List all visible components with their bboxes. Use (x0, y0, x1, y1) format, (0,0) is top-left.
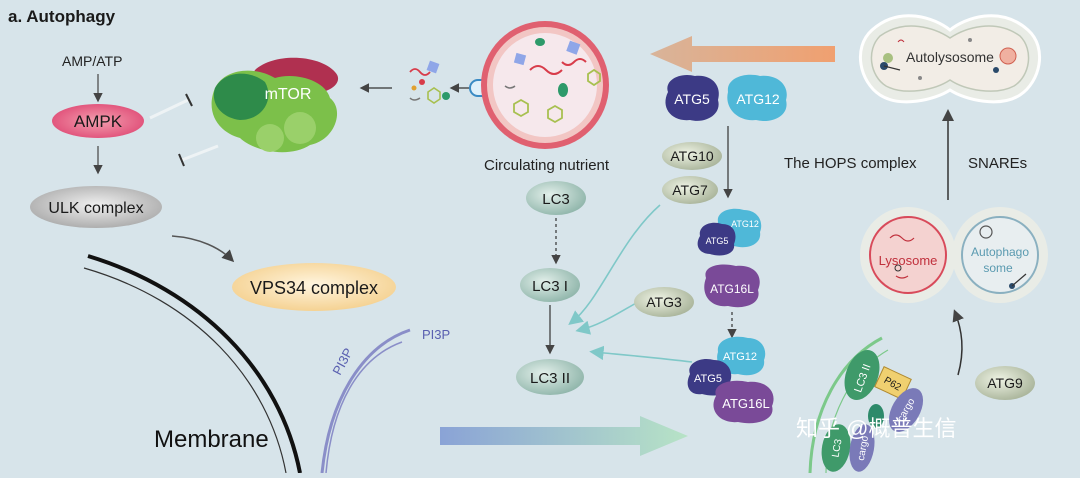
pi3p-label-inner: PI3P (329, 345, 355, 377)
autolysosome-label: Autolysosome (906, 49, 994, 65)
atg7-node (662, 176, 718, 204)
pi3p-label-outer: PI3P (422, 327, 450, 342)
mtor-complex (211, 57, 339, 153)
recycling-arrow (650, 36, 835, 72)
atg5-complex-label: ATG5 (694, 373, 722, 385)
circulating-nutrient-label: Circulating nutrient (484, 157, 610, 174)
ampk-inhibits-mtor-line (149, 98, 189, 120)
vps34-complex-node (232, 263, 396, 311)
atg5-protein (665, 74, 719, 121)
atg12-complex-label: ATG12 (723, 351, 757, 363)
mtor-inhibits-ulk-bar (178, 153, 185, 167)
phagophore-lc3-protein (821, 349, 880, 472)
phagophore-to-fusion-arrow (952, 309, 964, 376)
membrane-label: Membrane (154, 426, 269, 453)
atg3-label: ATG3 (646, 294, 682, 310)
atg12-small-label: ATG12 (731, 219, 759, 229)
atg9-label: ATG9 (987, 375, 1023, 391)
atg3-to-lc3-arrow (575, 301, 639, 335)
cargo-items (849, 388, 924, 472)
hops-complex-label: The HOPS complex (784, 155, 917, 172)
atg10-node (662, 142, 722, 170)
phagophore-outer (808, 336, 883, 474)
vps34-complex-label: VPS34 complex (250, 278, 378, 298)
membrane-inner (83, 267, 287, 474)
atg16l-protein (704, 264, 760, 308)
cargo-label-2: cargo (856, 435, 871, 462)
lc3-node (526, 181, 586, 215)
atg12-protein (727, 74, 787, 122)
ulk-complex-label: ULK complex (48, 200, 143, 217)
autolysosome (858, 14, 1042, 104)
atg16l-complex-label: ATG16L (722, 396, 769, 411)
p62-protein (874, 366, 912, 400)
atg5-atg12-conjugate (697, 208, 762, 256)
ampk-inhibits-mtor-bar (185, 93, 193, 107)
atg-complex-to-lc3-arrow (589, 345, 693, 363)
autophagosome-label-2: some (983, 261, 1013, 275)
atg3-node (634, 287, 694, 317)
watermark: 知乎 @概普生信 (796, 416, 956, 441)
ulk-to-vps34-arrow (171, 235, 235, 263)
phagophore-lc3-label: LC3 (830, 438, 844, 458)
autophagosome-label-1: Autophago (971, 245, 1029, 259)
ulk-complex-node (30, 186, 162, 228)
atg9-node (975, 366, 1035, 400)
released-nutrients (409, 60, 450, 104)
mtor-label: mTOR (265, 86, 312, 103)
atg5-small-label: ATG5 (706, 236, 729, 246)
lc3-label: LC3 (542, 191, 570, 208)
atg12-atg5-atg16l-complex (687, 336, 774, 424)
progression-arrow (440, 416, 688, 456)
mtor-inhibits-ulk-line (181, 144, 219, 162)
atg12-label: ATG12 (736, 91, 780, 107)
ampk-label: AMPK (74, 112, 123, 131)
membrane-outer (87, 254, 302, 474)
panel-title: a. Autophagy (8, 7, 116, 26)
amp-atp-label: AMP/ATP (62, 53, 122, 69)
lysosome-label: Lysosome (879, 253, 938, 268)
atg7-to-lc3-arrow (568, 204, 661, 325)
lysosome-large (481, 21, 609, 149)
snares-label: SNAREs (968, 155, 1027, 172)
lc3-ii-node (516, 359, 584, 395)
lc3-ii-label: LC3 II (530, 370, 570, 387)
atg16l-label: ATG16L (710, 282, 754, 296)
atg10-label: ATG10 (670, 148, 714, 164)
ampk-node (52, 104, 144, 138)
pi3p-membrane-inner (325, 341, 403, 474)
fusing-vesicles (860, 207, 1048, 303)
lc3-i-label: LC3 I (532, 278, 568, 295)
atg5-label: ATG5 (674, 91, 710, 107)
pi3p-membrane-outer (320, 328, 411, 474)
lc3-i-node (520, 268, 580, 302)
atg7-label: ATG7 (672, 182, 708, 198)
